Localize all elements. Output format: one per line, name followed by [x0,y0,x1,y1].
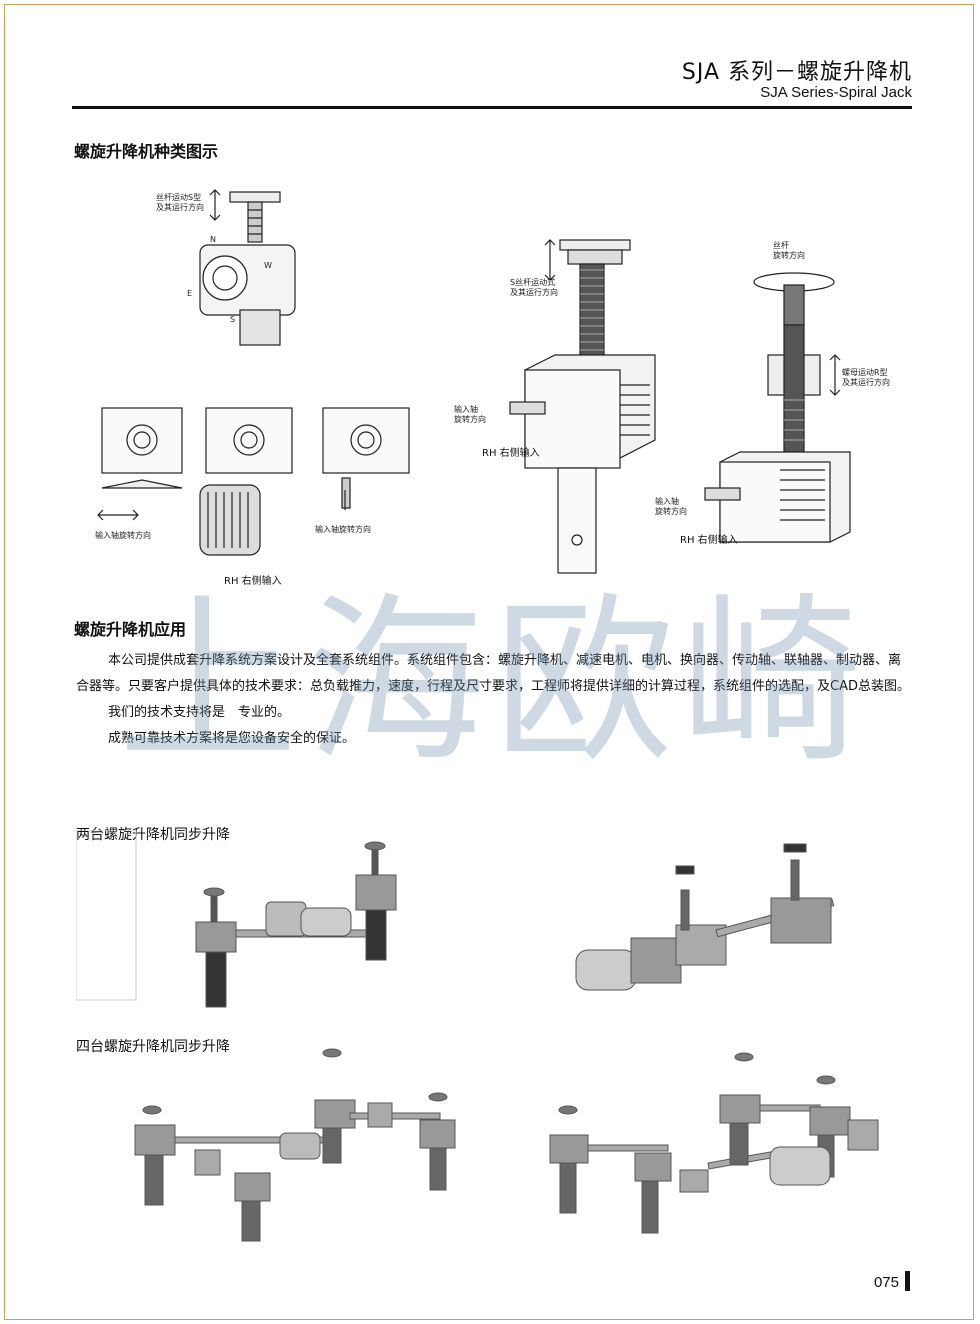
compass-e: E [187,289,192,298]
label-input-rotate-2: 输入轴旋转方向 [315,524,371,534]
label-rh-input-2: RH 右侧输入 [482,446,540,459]
compass-n: N [210,235,216,244]
caption-four-sync: 四台螺旋升降机同步升降 [76,1039,230,1055]
label-nut-move: 螺母运动R型及其运行方向 [842,367,890,387]
jack-types-drawing: 丝杆运动S型及其运行方向 S丝杆运动式及其运行方向 丝杆旋转方向 螺母运动R型及… [95,189,890,587]
header-title-cn: SJA 系列－螺旋升降机 [681,60,912,85]
compass-w: W [264,261,272,270]
paragraph-3: 成熟可靠技术方案将是您设备安全的保证。 [108,731,356,746]
two-jack-sync-images [76,830,835,1008]
paragraph-2: 我们的技术支持将是 专业的。 [108,705,291,720]
page-number: 075 [873,1273,899,1291]
header-rule [72,106,912,109]
label-rh-input-1: RH 右侧输入 [224,574,282,587]
page-number-box: 075 [874,1271,910,1291]
four-jack-sync-images [134,1048,879,1242]
page-number-bar [905,1271,910,1291]
paragraph-1: 本公司提供成套升降系统方案设计及全套系统组件。系统组件包含：螺旋升降机、减速电机… [76,653,910,694]
header-title-en: SJA Series-Spiral Jack [760,84,912,101]
label-screw-move-2: S丝杆运动式及其运行方向 [510,277,558,297]
application-text: 本公司提供成套升降系统方案设计及全套系统组件。系统组件包含：螺旋升降机、减速电机… [76,648,912,752]
section-title-types: 螺旋升降机种类图示 [74,142,219,161]
label-screw-rotate: 丝杆旋转方向 [773,240,805,260]
caption-two-sync: 两台螺旋升降机同步升降 [76,827,230,843]
label-input-rotate-4: 输入轴旋转方向 [655,496,687,516]
compass-s: S [230,315,235,324]
label-screw-move: 丝杆运动S型及其运行方向 [156,192,204,212]
label-input-rotate-3: 输入轴旋转方向 [454,404,486,424]
label-input-rotate-1: 输入轴旋转方向 [95,530,151,540]
label-rh-input-3: RH 右侧输入 [680,533,738,546]
section-title-application: 螺旋升降机应用 [74,620,187,639]
